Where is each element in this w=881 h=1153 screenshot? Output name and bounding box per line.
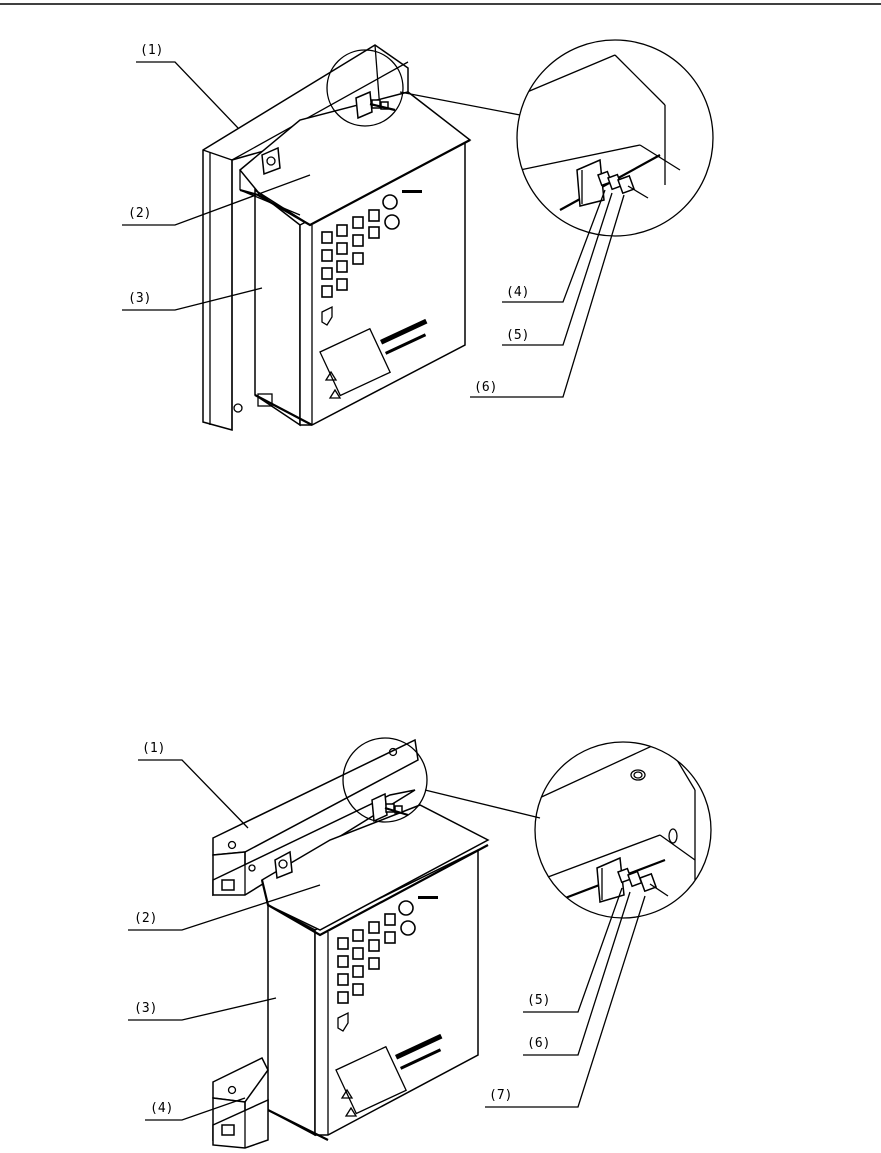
label-top-2: (2) (128, 206, 151, 221)
label-top-3: (3) (128, 291, 151, 306)
label-top-4: (4) (506, 285, 529, 300)
label-bottom-4: (4) (150, 1101, 173, 1116)
label-bottom-3: (3) (134, 1001, 157, 1016)
figure-top-wall-mount: (1) (2) (3) (4) (5) (6) (122, 40, 713, 430)
label-top-1: (1) (140, 43, 163, 58)
label-bottom-2: (2) (134, 911, 157, 926)
label-top-5: (5) (506, 328, 529, 343)
detail-enlarged-top (517, 40, 713, 236)
detail-enlarged-bottom (535, 740, 711, 918)
label-bottom-6: (6) (527, 1036, 550, 1051)
label-bottom-7: (7) (489, 1088, 512, 1103)
label-bottom-5: (5) (527, 993, 550, 1008)
label-top-6: (6) (474, 380, 497, 395)
lower-bracket (213, 1058, 268, 1148)
label-bottom-1: (1) (142, 741, 165, 756)
figure-bottom-pole-mount: (1) (2) (3) (4) (5) (6) (7) (128, 738, 711, 1148)
